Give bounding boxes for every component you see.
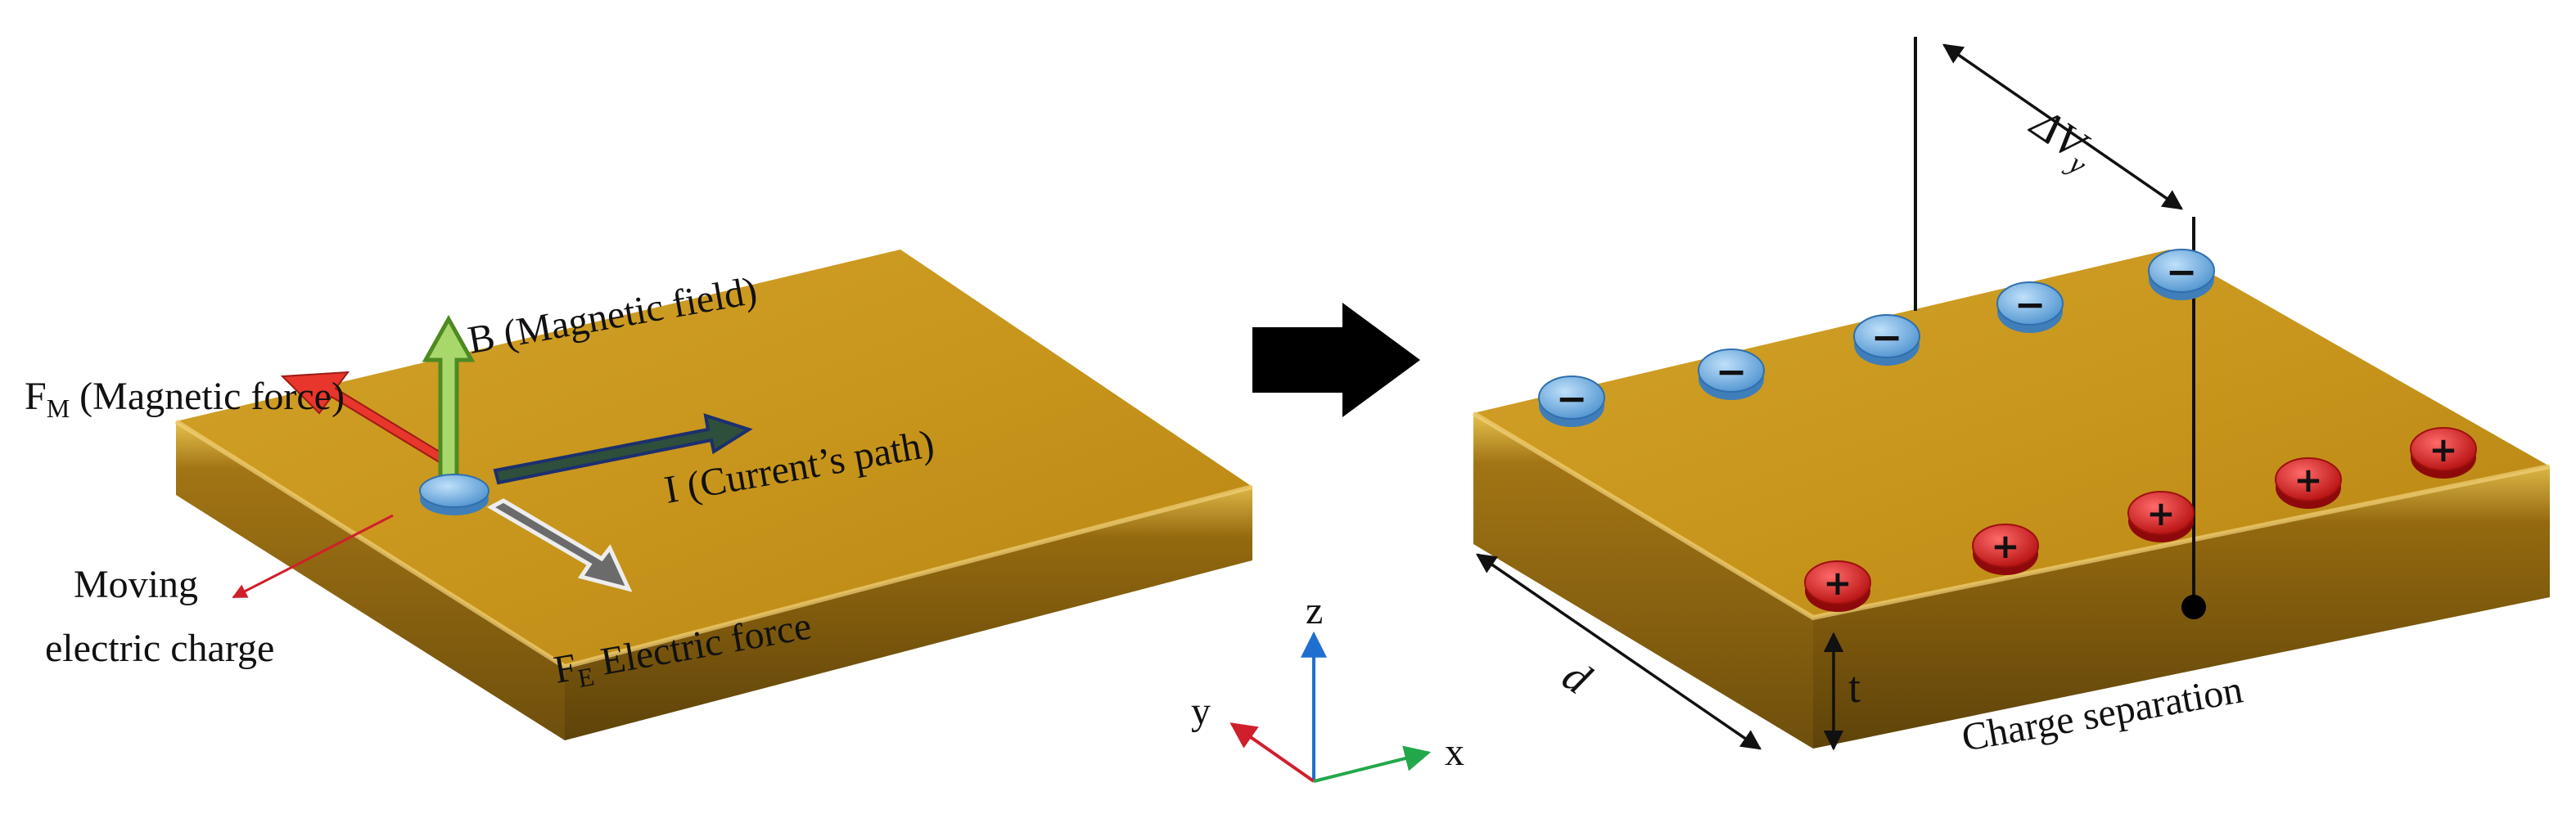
magnetic-field-arrow bbox=[422, 314, 476, 481]
positive-charge: + bbox=[1972, 524, 2039, 575]
probe-contact bbox=[2181, 595, 2206, 619]
positive-charge: + bbox=[2275, 457, 2342, 509]
positive-symbol: + bbox=[2146, 493, 2175, 533]
voltage-dimension-arrow bbox=[1942, 43, 2184, 210]
negative-symbol: − bbox=[1716, 349, 1748, 394]
y-axis-label: y bbox=[1191, 690, 1211, 733]
left-plate-front-side bbox=[176, 421, 565, 740]
x-axis-label: x bbox=[1445, 731, 1464, 774]
magnetic-force-arrow bbox=[280, 371, 452, 468]
electric-force-arrow bbox=[486, 498, 633, 592]
negative-charge: − bbox=[2148, 249, 2215, 300]
positive-symbol: + bbox=[2294, 460, 2322, 500]
right-plate-top bbox=[1473, 250, 2550, 618]
negative-symbol: − bbox=[2014, 282, 2046, 326]
voltage-label: ΔVy bbox=[2018, 97, 2105, 182]
y-axis bbox=[1229, 722, 1315, 783]
left-plate-top bbox=[176, 250, 1252, 667]
force-vectors bbox=[232, 314, 753, 599]
z-axis-label: z bbox=[1306, 589, 1323, 632]
moving-charge-pointer bbox=[232, 514, 394, 599]
magnetic-force-label: FM (Magnetic force) bbox=[25, 375, 345, 423]
x-axis bbox=[1313, 745, 1432, 783]
left-plate bbox=[174, 250, 1253, 740]
positive-symbol: + bbox=[1823, 563, 1852, 603]
positive-charge: + bbox=[1804, 560, 1871, 612]
width-dimension-arrow bbox=[1475, 553, 1762, 750]
negative-charges: − − − − − bbox=[1538, 249, 2215, 427]
negative-charge: − bbox=[1698, 349, 1765, 400]
negative-symbol: − bbox=[2166, 250, 2198, 294]
moving-charge-label-line1: Moving bbox=[74, 563, 198, 606]
thickness-label: t bbox=[1848, 663, 1861, 712]
negative-symbol: − bbox=[1556, 376, 1588, 420]
positive-charge: + bbox=[2127, 491, 2195, 542]
left-plate-right-side bbox=[565, 487, 1252, 740]
negative-charge: − bbox=[1538, 376, 1605, 427]
negative-symbol: − bbox=[1871, 315, 1903, 359]
moving-charge-disk bbox=[419, 474, 489, 515]
transition-arrow bbox=[1252, 303, 1420, 417]
positive-charge: + bbox=[2410, 427, 2477, 479]
positive-symbol: + bbox=[2429, 429, 2457, 470]
negative-charge: − bbox=[1853, 314, 1920, 366]
moving-charge-label-line2: electric charge bbox=[45, 627, 274, 670]
width-label: d bbox=[1554, 650, 1600, 704]
positive-charges: + + + + + bbox=[1804, 427, 2477, 612]
dimension-markers bbox=[1475, 553, 1844, 751]
positive-symbol: + bbox=[1991, 526, 2019, 566]
current-path-arrow bbox=[493, 413, 753, 485]
right-plate-right-side bbox=[1813, 466, 2550, 749]
negative-charge: − bbox=[1996, 281, 2064, 333]
coordinate-axes: z y x bbox=[1191, 589, 1464, 783]
